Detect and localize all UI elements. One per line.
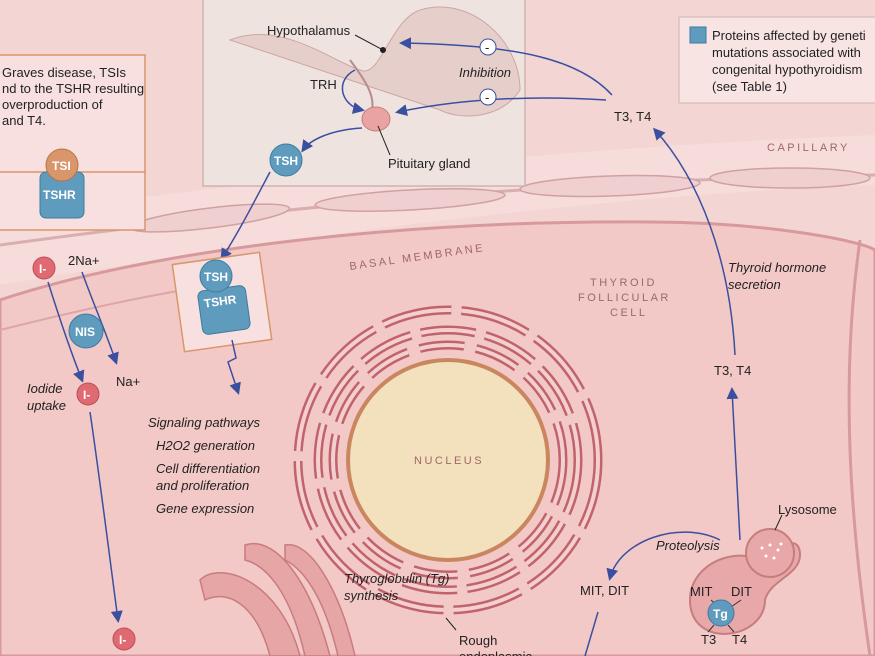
tg-badge: [707, 599, 735, 627]
pituitary-pointer: [377, 125, 391, 156]
iodide-label-mid: I-: [83, 388, 90, 402]
iodide-transport-arrow: [89, 411, 123, 623]
signal-arrow: [227, 339, 241, 395]
two-na-label: 2Na+: [68, 253, 99, 268]
hypothalamus-pointer: [354, 34, 384, 51]
tsh-circulating-badge: [269, 143, 303, 177]
thyroid-cell-line3: CELL: [610, 307, 648, 319]
cell-border-right: [847, 239, 872, 656]
feedback-arrow-hypothalamus: [399, 37, 613, 96]
legend-swatch: [689, 26, 707, 44]
t3t4-top-label: T3, T4: [614, 109, 651, 124]
t4-label: T4: [732, 632, 747, 647]
capillary-wall: [0, 135, 875, 285]
dit-label: DIT: [731, 584, 752, 599]
sodium-arrow: [81, 271, 119, 365]
feedback-arrow-pituitary: [395, 97, 607, 117]
signaling-item1: H2O2 generation: [156, 438, 255, 453]
t3-label: T3: [701, 632, 716, 647]
hypothalamus-label: Hypothalamus: [267, 23, 351, 38]
t3t4-mid-label: T3, T4: [714, 363, 751, 378]
secretion-arrow-lower: [726, 387, 741, 541]
mit-dit-label: MIT, DIT: [580, 583, 629, 598]
thyroid-cell-line1: THYROID: [590, 277, 657, 289]
golgi-apparatus: [199, 542, 356, 656]
inhibition-sign-2: -: [485, 90, 489, 105]
lysosome-dots: [760, 542, 783, 560]
trh-label: TRH: [310, 77, 337, 92]
na-label: Na+: [116, 374, 140, 389]
trh-arrow: [341, 69, 365, 114]
iodide-badge-bottom: [112, 627, 136, 651]
signaling-item2b: and proliferation: [156, 478, 249, 493]
nucleus-shape: [346, 358, 550, 562]
mit-label: MIT: [690, 584, 712, 599]
secretion-arrow-upper: [652, 127, 736, 356]
rough-er-pointer: [445, 617, 457, 631]
signaling-item2a: Cell differentiation: [156, 461, 260, 476]
capillary-label: CAPILLARY: [767, 142, 850, 154]
tshr-receptor-label: TSHR: [203, 292, 238, 310]
inhibition-sign-1: -: [485, 40, 489, 55]
secretion-line2: secretion: [728, 277, 781, 292]
lysosome-vesicle: [745, 528, 795, 578]
thyroid-cell-line2: FOLLICULAR: [578, 292, 671, 304]
graves-line4: and T4.: [2, 113, 46, 128]
legend-line1: Proteins affected by geneti: [712, 28, 866, 43]
legend-line3: congenital hypothyroidism: [712, 62, 862, 77]
iodide-badge-top: [32, 256, 56, 280]
inset-tsi-label: TSI: [52, 159, 71, 173]
signaling-title: Signaling pathways: [148, 415, 261, 430]
graves-line1: Graves disease, TSIs: [2, 65, 127, 80]
mit-dit-arrow: [584, 611, 599, 656]
inhibition-badge-2: [479, 88, 497, 106]
inhibition-label: Inhibition: [459, 65, 511, 80]
tsh-bound-label: TSH: [204, 270, 228, 284]
proteolysis-arrow: [606, 531, 721, 581]
tsh-circulating-label: TSH: [274, 154, 298, 168]
nucleus-label: NUCLEUS: [414, 455, 484, 467]
legend-line2: mutations associated with: [712, 45, 861, 60]
pituitary-gland-shape: [361, 106, 391, 132]
tsh-bind-arrow: [220, 171, 271, 261]
tg-synthesis-line1: Thyroglobulin (Tg): [344, 571, 450, 586]
tg-synthesis-line2: synthesis: [344, 588, 399, 603]
iodide-label-top: I-: [39, 262, 46, 276]
graves-line2: nd to the TSHR resulting: [2, 81, 144, 96]
tsh-bound-badge: [199, 259, 233, 293]
iodide-badge-mid: [76, 382, 100, 406]
proteolysis-label: Proteolysis: [656, 538, 720, 553]
legend-box: [678, 16, 875, 104]
legend-line4: (see Table 1): [712, 79, 787, 94]
iodide-uptake-arrow: [47, 281, 85, 383]
nis-badge: [68, 313, 104, 349]
rough-er-line2: endoplasmic: [459, 649, 532, 656]
inset-tsi-badge: [45, 148, 79, 182]
inset-tshr-label: TSHR: [43, 188, 76, 202]
lysosome-pointer: [774, 514, 783, 531]
inhibition-badge-1: [479, 38, 497, 56]
signaling-item3: Gene expression: [156, 501, 254, 516]
nis-label: NIS: [75, 325, 95, 339]
lysosome-label: Lysosome: [778, 502, 837, 517]
secretion-line1: Thyroid hormone: [728, 260, 826, 275]
graves-line3: overproduction of: [2, 97, 103, 112]
pituitary-stalk: [349, 59, 374, 111]
tsh-release-arrow: [301, 127, 363, 153]
iodide-label-bottom: I-: [119, 633, 126, 647]
rough-er-line1: Rough: [459, 633, 497, 648]
iodide-uptake-line2: uptake: [27, 398, 66, 413]
tg-label: Tg: [713, 607, 728, 621]
iodide-uptake-line1: Iodide: [27, 381, 62, 396]
pituitary-label: Pituitary gland: [388, 156, 470, 171]
brain-tissue: [228, 6, 521, 117]
